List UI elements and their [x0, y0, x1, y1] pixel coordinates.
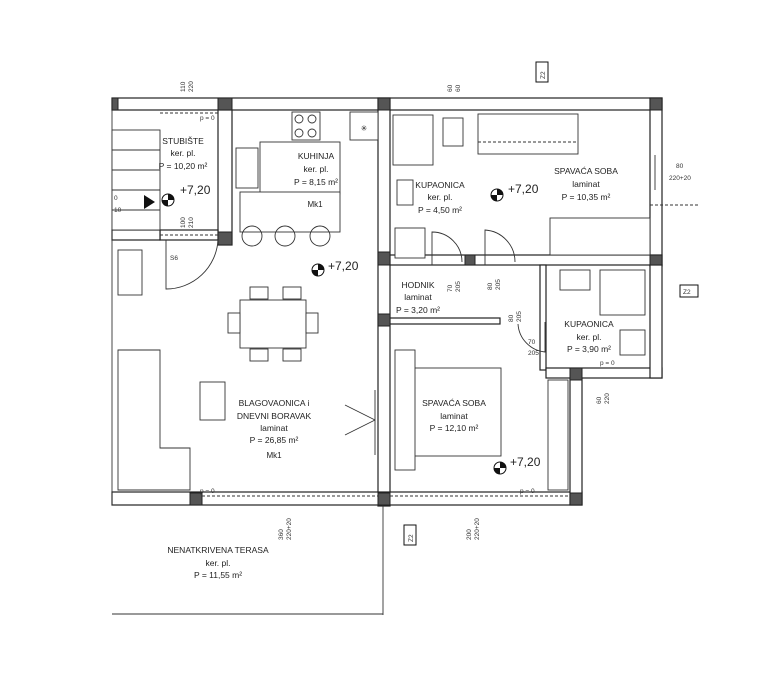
bed [407, 367, 502, 457]
section-marker: Z2 [408, 534, 415, 542]
room-hodnik: HODNIK laminat P = 3,20 m² [396, 280, 440, 315]
room-area: P = 11,55 m² [194, 570, 242, 580]
room-name: NENATKRIVENA TERASA [167, 545, 269, 555]
annotations: S6 0 10 p = 0 p = 0 p = 0 p = 0 Z2 Z2 Z2 [114, 61, 699, 546]
room-area: P = 12,10 m² [430, 423, 479, 433]
level-marker: +7,20 [490, 182, 539, 202]
dimension-label: 80 [487, 282, 494, 290]
dimension-label: 220+20 [669, 175, 691, 182]
room-name: SPAVAĆA SOBA [554, 166, 618, 176]
dimension-label: 205 [455, 281, 462, 292]
room-boravak: BLAGOVAONICA i DNEVNI BORAVAK laminat P … [237, 398, 312, 460]
toilet-icon [442, 117, 464, 147]
room-floor: ker. pl. [576, 332, 601, 342]
room-floor: ker. pl. [427, 192, 452, 202]
washing-machine-icon [394, 227, 426, 259]
room-spavaca-soba-1: SPAVAĆA SOBA laminat P = 10,35 m² [554, 166, 618, 202]
dimension-label: 220 [188, 81, 195, 92]
sill-label: p = 0 [600, 360, 615, 367]
material-tag: Mk1 [266, 451, 282, 460]
dimension-label: 60 [447, 84, 454, 92]
wardrobe [547, 379, 569, 491]
dimension-label: 205 [495, 279, 502, 290]
room-area: P = 3,90 m² [567, 344, 611, 354]
dimension-label: 360 [278, 529, 285, 540]
dimension-labels: 110 220 60 60 100 210 80 220+20 70 205 8… [180, 81, 691, 540]
dimension-label: 60 [596, 396, 603, 404]
room-stubiste: STUBIŠTE ker. pl. P = 10,20 m² [159, 136, 208, 171]
room-area: P = 8,15 m² [294, 177, 338, 187]
dimension-label: 205 [528, 350, 539, 357]
coffee-table [199, 381, 226, 421]
extractor-icon: ✳ [361, 124, 368, 133]
stair-arrow-icon [144, 195, 155, 209]
door-label: S6 [170, 255, 178, 262]
stair-label: 10 [114, 207, 122, 214]
room-kupaonica-1: KUPAONICA ker. pl. P = 4,50 m² [415, 180, 465, 215]
level-text: +7,20 [180, 183, 211, 197]
room-floor: laminat [572, 179, 600, 189]
room-name: DNEVNI BORAVAK [237, 411, 312, 421]
level-text: +7,20 [328, 259, 359, 273]
sill-label: p = 0 [520, 488, 535, 495]
room-name: KUHINJA [298, 151, 335, 161]
dimension-label: 80 [508, 314, 515, 322]
furniture: ✳ [111, 111, 651, 491]
dimension-label: 100 [180, 217, 187, 228]
dimension-label: 205 [516, 311, 523, 322]
level-marker: +7,20 [311, 259, 359, 277]
sill-label: p = 0 [200, 488, 215, 495]
room-floor: ker. pl. [303, 164, 328, 174]
level-text: +7,20 [510, 455, 541, 469]
dimension-label: 80 [676, 163, 684, 170]
room-area: P = 4,50 m² [418, 205, 462, 215]
room-floor: ker. pl. [205, 558, 230, 568]
room-floor: laminat [404, 292, 432, 302]
sill-label: p = 0 [200, 115, 215, 122]
room-kupaonica-2: KUPAONICA ker. pl. P = 3,90 m² [564, 319, 614, 354]
sofa [117, 349, 191, 491]
level-marker: +7,20 [161, 183, 211, 207]
dining-table [239, 299, 307, 349]
room-floor: ker. pl. [170, 148, 195, 158]
dimension-label: 220 [604, 393, 611, 404]
room-area: P = 10,35 m² [562, 192, 611, 202]
dimension-label: 70 [528, 339, 536, 346]
level-marker: +7,20 [493, 455, 541, 475]
dimension-label: 210 [188, 217, 195, 228]
dimension-label: 60 [455, 84, 462, 92]
dimension-label: 220+20 [474, 518, 481, 540]
stair-label: 0 [114, 195, 118, 202]
room-spavaca-soba-2: SPAVAĆA SOBA laminat P = 12,10 m² [422, 398, 486, 433]
dimension-label: 70 [447, 284, 454, 292]
openings [160, 112, 700, 497]
room-area: P = 26,85 m² [250, 435, 299, 445]
dimension-label: 200 [466, 529, 473, 540]
room-name: SPAVAĆA SOBA [422, 398, 486, 408]
room-floor: laminat [260, 423, 288, 433]
section-marker: Z2 [540, 71, 547, 79]
room-name: KUPAONICA [564, 319, 614, 329]
level-text: +7,20 [508, 182, 539, 196]
dimension-label: 220+20 [286, 518, 293, 540]
sink-icon [235, 147, 259, 189]
material-tag: Mk1 [307, 200, 323, 209]
room-area: P = 10,20 m² [159, 161, 208, 171]
dimension-label: 110 [180, 81, 187, 92]
toilet-icon [619, 329, 646, 356]
room-floor: laminat [440, 411, 468, 421]
staircase [111, 129, 161, 231]
room-name: BLAGOVAONICA i [239, 398, 310, 408]
room-terasa: NENATKRIVENA TERASA ker. pl. P = 11,55 m… [167, 545, 269, 580]
room-name: STUBIŠTE [162, 136, 204, 146]
room-area: P = 3,20 m² [396, 305, 440, 315]
room-name: KUPAONICA [415, 180, 465, 190]
walls [111, 97, 663, 615]
room-name: HODNIK [401, 280, 434, 290]
room-kuhinja: KUHINJA ker. pl. P = 8,15 m² Mk1 [294, 151, 338, 209]
section-marker: Z2 [683, 289, 691, 296]
